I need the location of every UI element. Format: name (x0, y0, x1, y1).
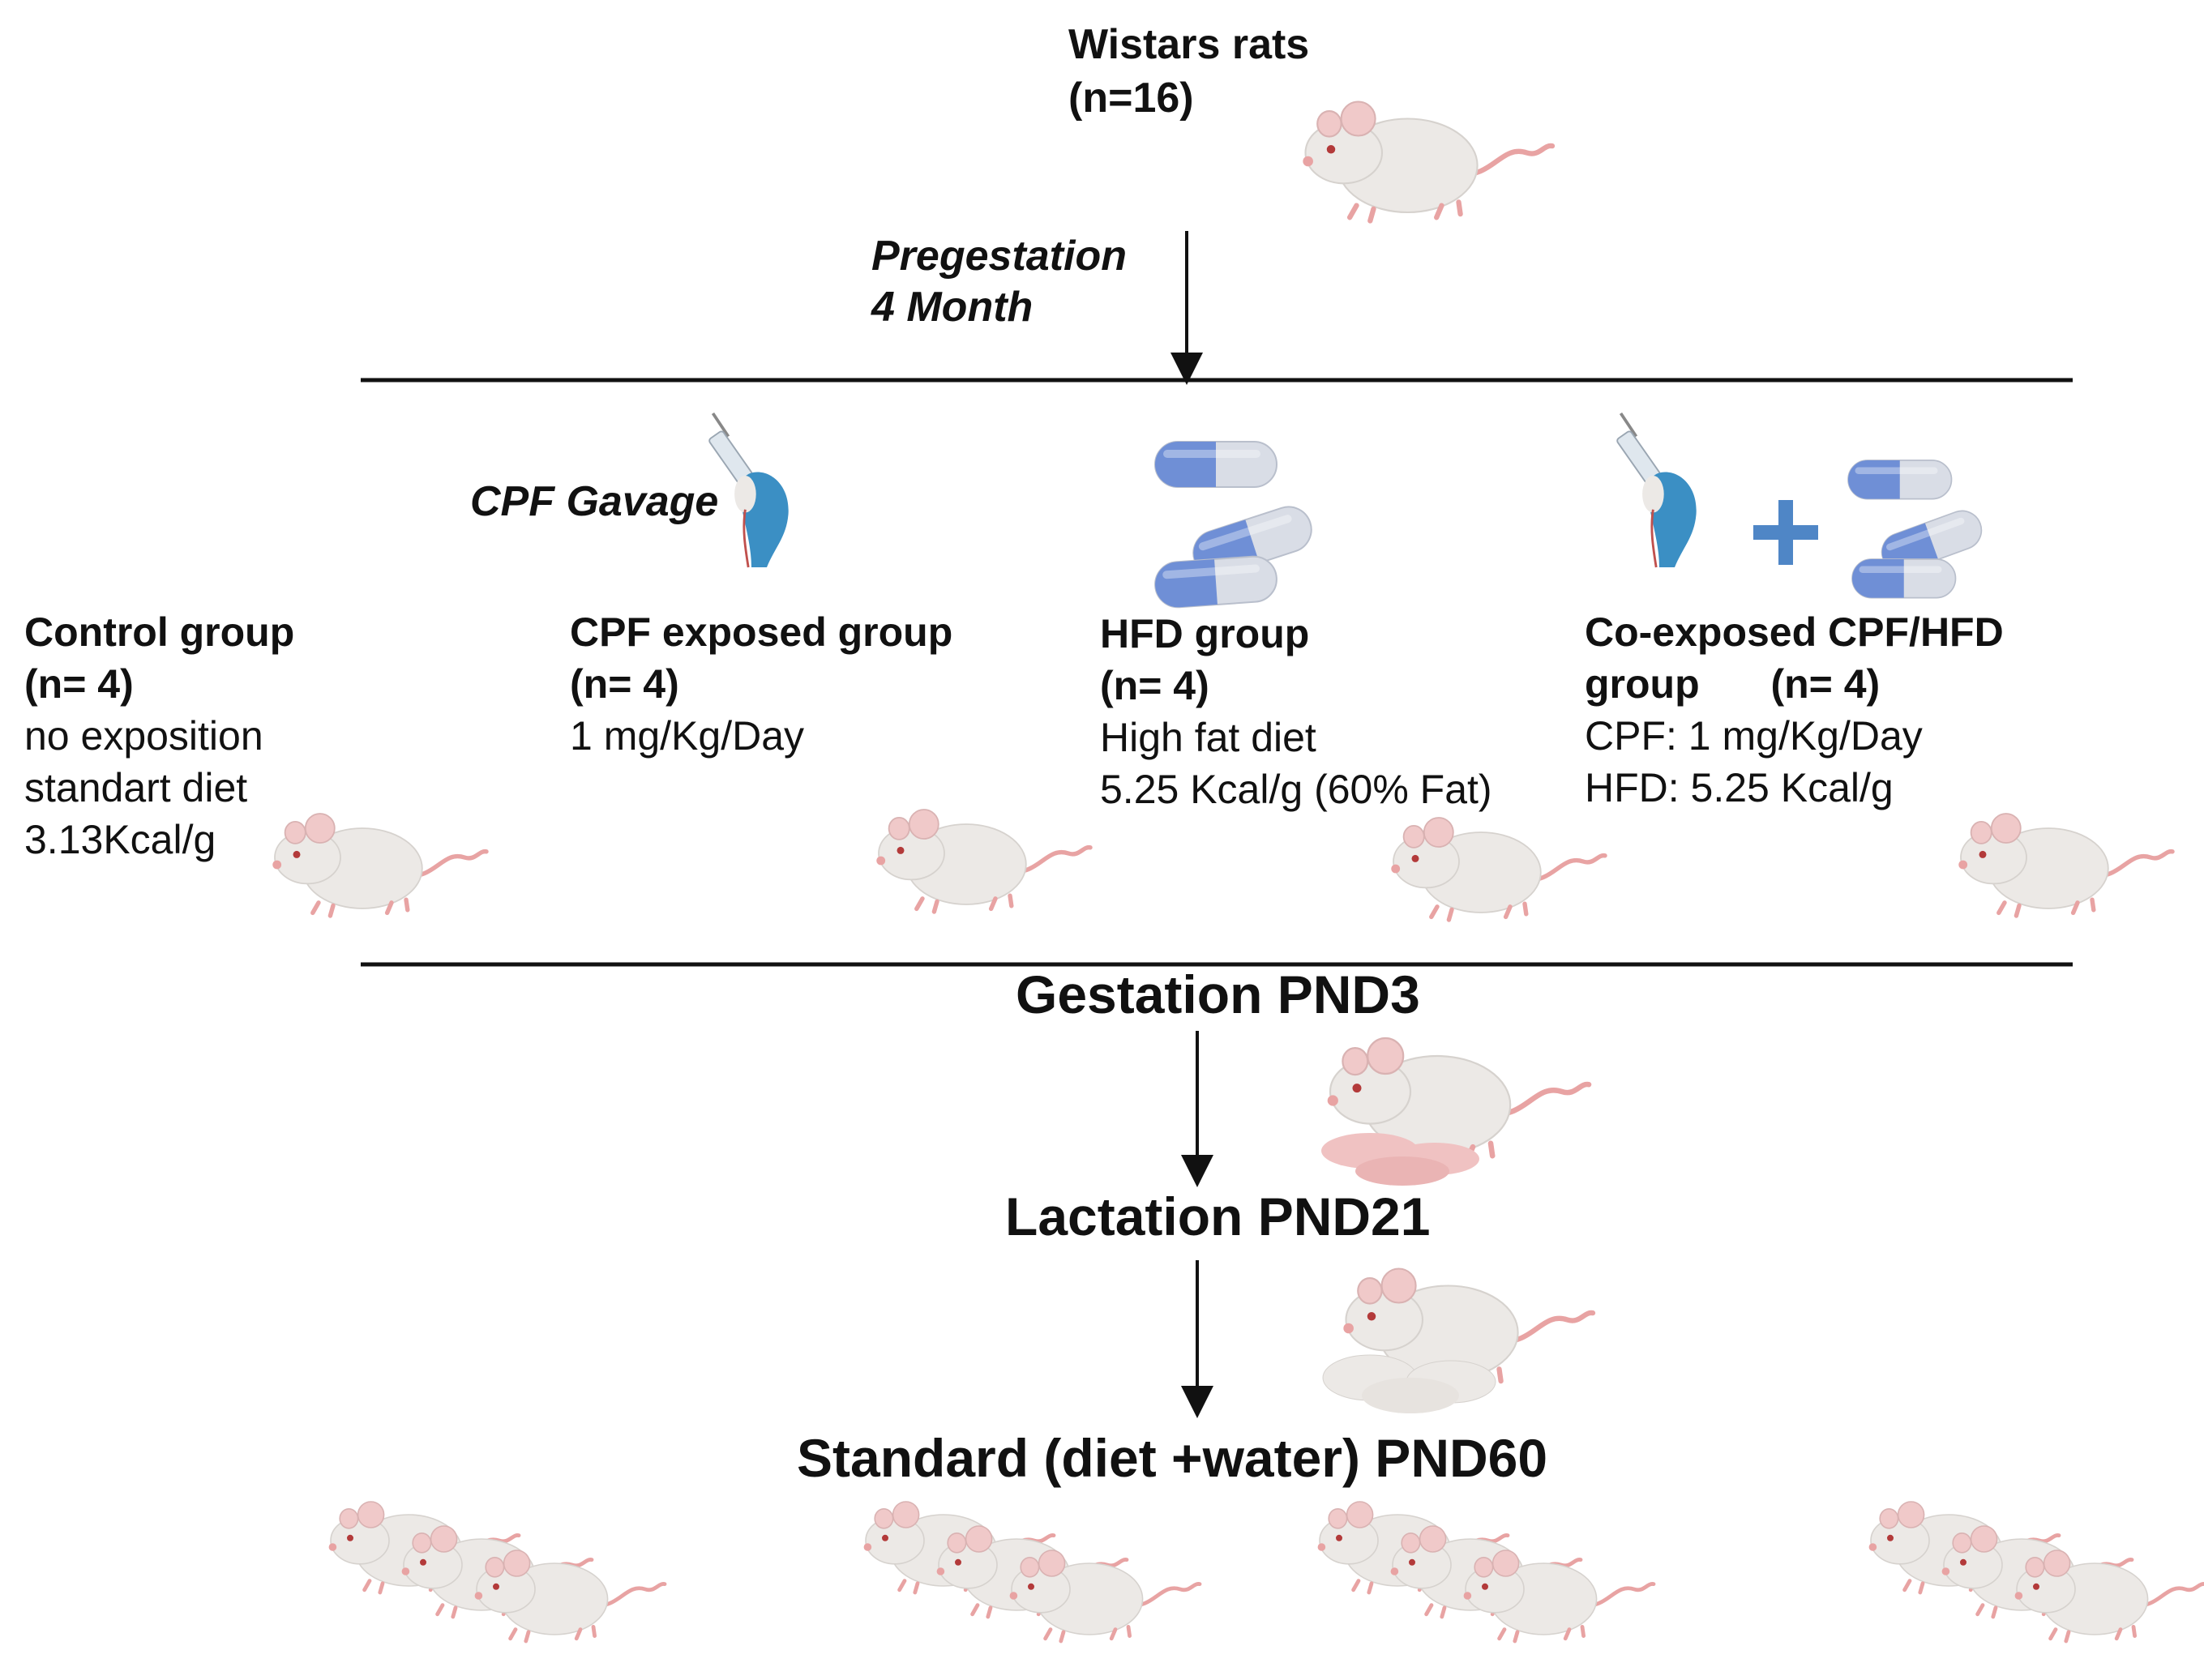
group-detail: CPF: 1 mg/Kg/Day (1585, 713, 1923, 759)
capsule-icon (1154, 441, 1277, 488)
group-detail: 3.13Kcal/g (24, 817, 216, 862)
mother-with-pups-icon (1322, 1269, 1593, 1413)
rat-icon (272, 814, 486, 916)
group-title-second-line: group (n= 4) (1585, 658, 2004, 710)
group-title: CPF exposed group (570, 609, 953, 655)
pregestation-label: Pregestation (871, 233, 1127, 280)
pups-group-icon (864, 1502, 1200, 1641)
pups-group-icon (329, 1502, 665, 1641)
group-detail: standart diet (24, 765, 248, 810)
group-detail: HFD: 5.25 Kcal/g (1585, 765, 1894, 810)
phase-gestation: Gestation PND3 (1016, 964, 1420, 1024)
rat-icon (876, 810, 1090, 912)
group-detail: 5.25 Kcal/g (60% Fat) (1100, 767, 1492, 812)
rat-icon (1958, 814, 2172, 916)
cpf-gavage-label: CPF Gavage (470, 478, 719, 525)
phase-standard: Standard (diet +water) PND60 (797, 1428, 1548, 1488)
group-count: (n= 4) (1770, 661, 1881, 707)
capsule-icon (1851, 558, 1957, 599)
group-count: (n= 4) (24, 661, 134, 707)
group-count: (n= 4) (1100, 663, 1209, 708)
group-title: Control group (24, 609, 295, 655)
group-count: (n= 4) (570, 661, 679, 707)
group-control: Control group (n= 4) no exposition stand… (24, 606, 294, 866)
capsule-icon (1847, 460, 1953, 500)
header-count: (n=16) (1068, 75, 1194, 122)
capsule-icon (1153, 554, 1279, 610)
group-title-cont: group (1585, 661, 1700, 707)
group-detail: High fat diet (1100, 715, 1316, 760)
rat-icon (1303, 102, 1552, 221)
syringe-hand-icon (706, 412, 790, 569)
group-co-exposed: Co-exposed CPF/HFD group (n= 4) CPF: 1 m… (1585, 606, 2004, 814)
group-title: Co-exposed CPF/HFD (1585, 609, 2004, 655)
group-title: HFD group (1100, 611, 1310, 656)
group-cpf: CPF exposed group (n= 4) 1 mg/Kg/Day (570, 606, 952, 762)
plus-icon (1753, 500, 1818, 565)
group-detail: no exposition (24, 713, 263, 759)
group-hfd: HFD group (n= 4) High fat diet 5.25 Kcal… (1100, 608, 1492, 815)
syringe-hand-icon (1614, 412, 1698, 569)
header-title: Wistars rats (1068, 21, 1310, 68)
mother-with-pups-icon (1321, 1038, 1589, 1186)
pregestation-duration: 4 Month (871, 284, 1034, 331)
pups-group-icon (1318, 1502, 1654, 1641)
group-detail: 1 mg/Kg/Day (570, 713, 805, 759)
phase-lactation: Lactation PND21 (1005, 1186, 1431, 1246)
rat-icon (1391, 818, 1605, 920)
pups-group-icon (1869, 1502, 2204, 1641)
